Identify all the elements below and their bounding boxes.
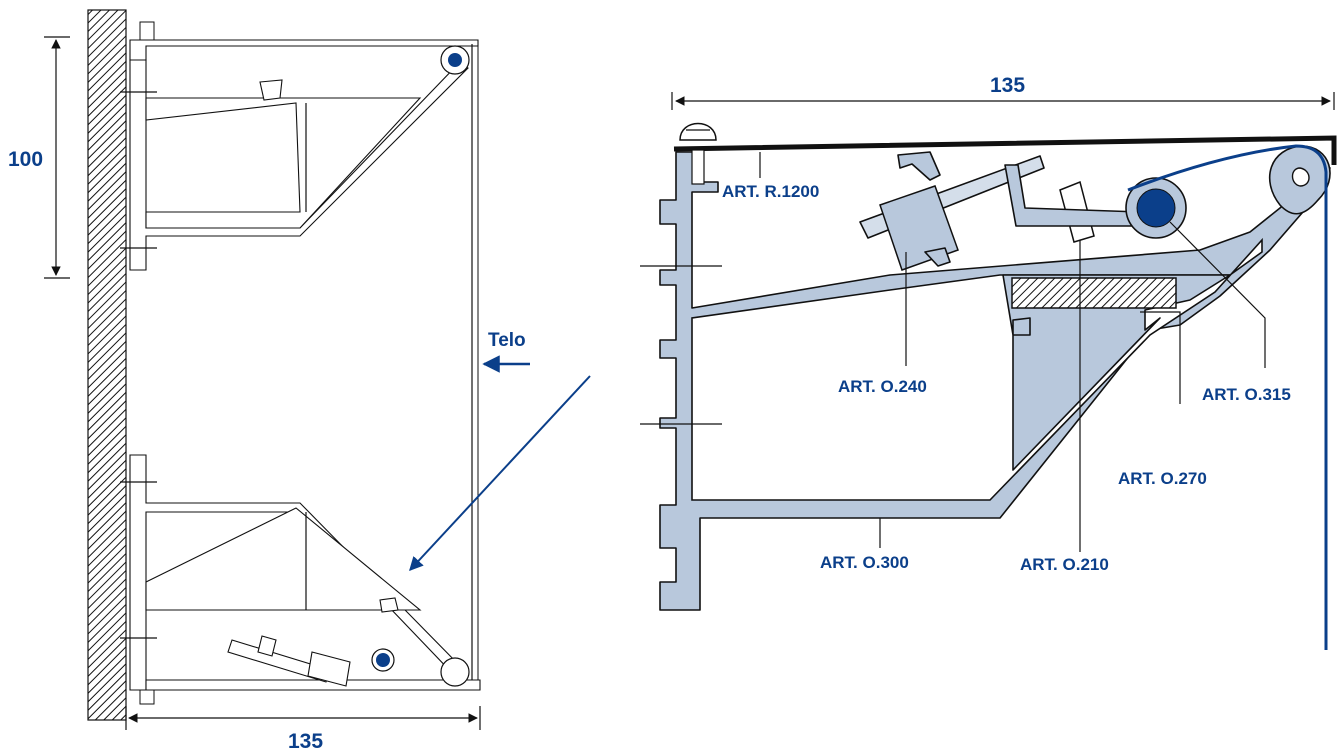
detail-fabric [1127, 144, 1328, 650]
clamp-assembly [859, 151, 1095, 271]
height-dimension [44, 36, 70, 279]
dim-width-top-label: 135 [990, 74, 1025, 97]
top-width-dimension [671, 92, 1335, 110]
telo-label: Telo [488, 330, 526, 351]
screw [679, 122, 717, 185]
detail-pointer-arrow [409, 375, 591, 572]
dim-width-bottom-label: 135 [288, 730, 323, 753]
lower-bracket [120, 454, 481, 705]
wall-hatch [87, 9, 127, 721]
label-art-r1200: ART. R.1200 [722, 182, 819, 201]
overview-drawing: 100 Telo [8, 9, 591, 753]
label-art-o210: ART. O.210 [1020, 555, 1109, 574]
leader-o315 [1169, 221, 1266, 368]
roller-dot-top [448, 53, 462, 67]
detail-drawing: 135 [640, 74, 1337, 650]
bottom-width-dimension [125, 706, 481, 730]
weight-block [1011, 277, 1177, 309]
label-art-o240: ART. O.240 [838, 377, 927, 396]
label-art-o315: ART. O.315 [1202, 385, 1291, 404]
leader-o270 [1140, 311, 1181, 404]
roller-dot-bottom [376, 653, 390, 667]
label-art-o300: ART. O.300 [820, 553, 909, 572]
cover-sheet [673, 135, 1337, 165]
label-art-o270: ART. O.270 [1118, 469, 1207, 488]
roller-dot [1136, 188, 1176, 228]
upper-bracket [120, 21, 479, 271]
dim-height-label: 100 [8, 148, 43, 171]
